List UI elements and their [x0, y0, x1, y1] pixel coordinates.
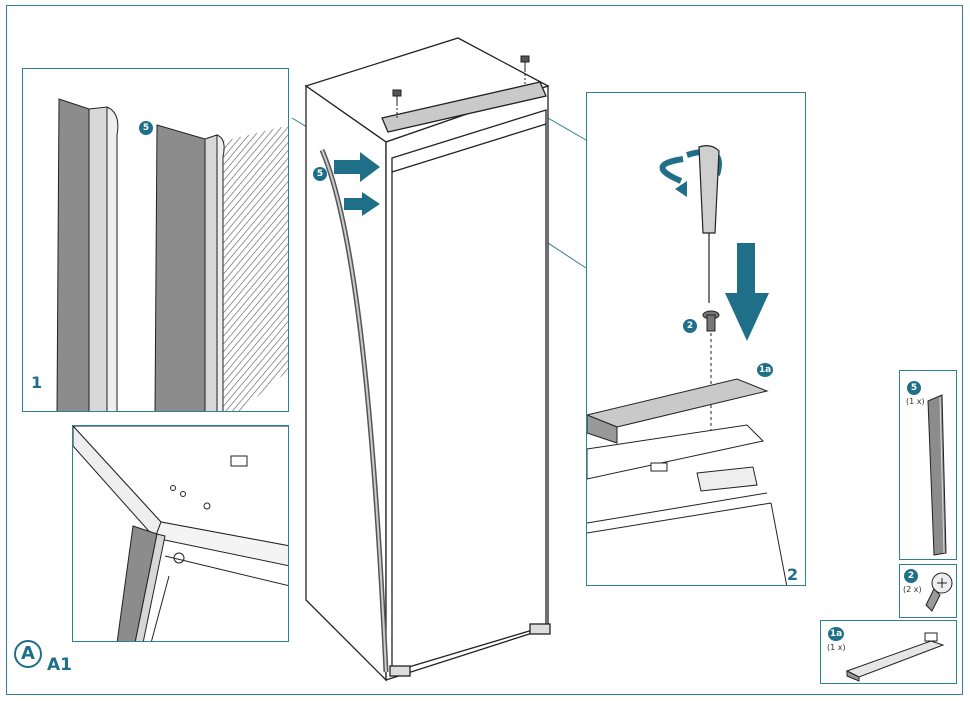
- part-box-screw: 2 (2 x): [899, 564, 957, 618]
- rotate-arrow-icon: [659, 156, 684, 184]
- part-box-gasket: 5 (1 x): [899, 370, 957, 560]
- bracket-icon: [845, 632, 945, 682]
- part-box-bracket: 1a (1 x): [820, 620, 957, 684]
- leader-line-panel-2-top: [547, 117, 587, 141]
- figure-frame: [6, 5, 963, 695]
- step-id: A1: [47, 655, 72, 675]
- fridge-cabinet: [304, 37, 551, 682]
- screwdriver-icon: [698, 145, 720, 303]
- gasket-strip-icon: [927, 394, 947, 556]
- top-screws: [392, 55, 530, 118]
- part-qty-screw: (2 x): [903, 585, 922, 594]
- part-qty-gasket: (1 x): [906, 397, 925, 406]
- callout-gasket-main: 5: [313, 167, 327, 181]
- corner-detail-illustration: [73, 426, 288, 641]
- part-callout-gasket: 5: [907, 381, 921, 395]
- callout-bracket-panel-2: 1a: [757, 363, 773, 377]
- section-letter: A: [14, 640, 42, 668]
- screw-icon: [702, 310, 720, 332]
- part-callout-bracket: 1a: [828, 627, 844, 641]
- arrow-icon: [334, 152, 380, 216]
- down-arrow-icon: [725, 243, 769, 341]
- gasket-profile-illustration: [56, 98, 288, 411]
- part-callout-screw: 2: [904, 569, 918, 583]
- part-qty-bracket: (1 x): [827, 643, 846, 652]
- panel-label-1: 1: [31, 373, 43, 392]
- callout-gasket-panel-1: 5: [139, 121, 153, 135]
- callout-screw-panel-2: 2: [683, 319, 697, 333]
- screw-icon: [925, 572, 953, 612]
- screw-bracket-illustration: [587, 145, 788, 585]
- detail-panel-1: 5 1: [22, 68, 289, 412]
- panel-label-2: 2: [787, 565, 799, 584]
- detail-panel-corner: [72, 425, 289, 642]
- detail-panel-2: 2 1a 2: [586, 92, 806, 586]
